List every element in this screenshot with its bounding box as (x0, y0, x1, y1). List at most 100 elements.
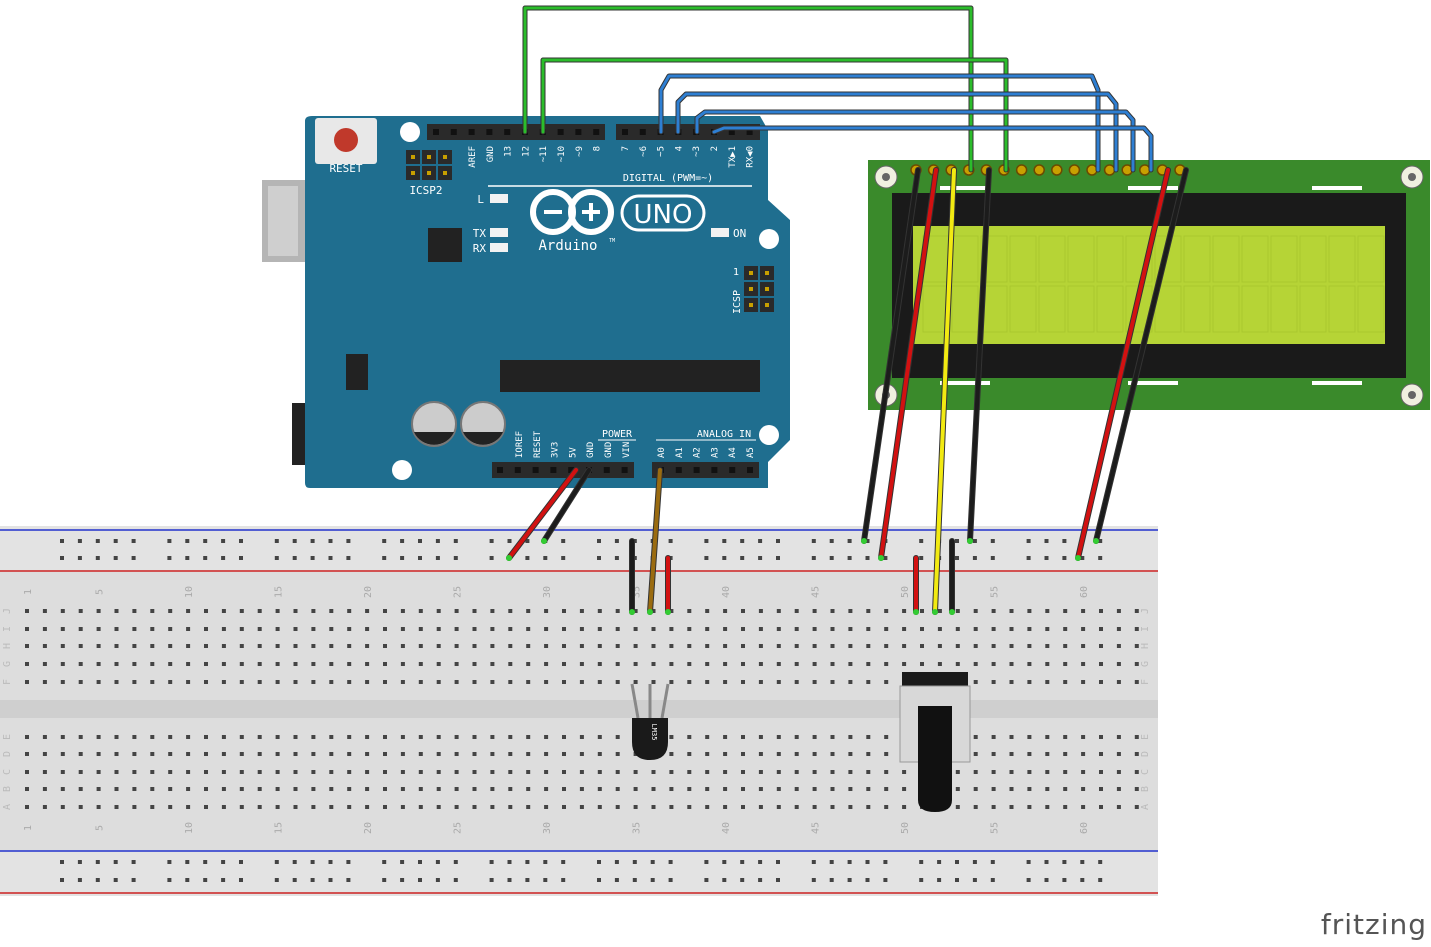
breadboard-hole[interactable] (544, 787, 549, 791)
breadboard-hole[interactable] (544, 680, 549, 684)
lcd-pin[interactable] (1139, 164, 1151, 176)
breadboard-hole[interactable] (365, 805, 370, 809)
breadboard-hole[interactable] (114, 770, 119, 774)
breadboard-hole[interactable] (812, 735, 817, 739)
breadboard-hole[interactable] (866, 735, 871, 739)
rail-hole[interactable] (811, 539, 816, 543)
breadboard-hole[interactable] (400, 680, 405, 684)
breadboard-hole[interactable] (114, 680, 119, 684)
breadboard-hole[interactable] (239, 627, 244, 631)
breadboard-hole[interactable] (418, 735, 423, 739)
rail-hole[interactable] (453, 539, 458, 543)
breadboard-hole[interactable] (365, 609, 370, 613)
breadboard-hole[interactable] (794, 752, 799, 756)
breadboard-hole[interactable] (1099, 627, 1103, 631)
breadboard-hole[interactable] (562, 805, 566, 809)
breadboard-hole[interactable] (848, 680, 853, 684)
rail-hole[interactable] (865, 878, 870, 882)
rail-hole[interactable] (1044, 860, 1049, 864)
breadboard-hole[interactable] (239, 644, 244, 648)
breadboard-hole[interactable] (562, 752, 566, 756)
rail-hole[interactable] (453, 860, 458, 864)
breadboard-hole[interactable] (114, 644, 119, 648)
breadboard-hole[interactable] (687, 805, 692, 809)
breadboard-hole[interactable] (418, 662, 423, 666)
breadboard-hole[interactable] (794, 735, 799, 739)
rail-hole[interactable] (865, 539, 870, 543)
breadboard-hole[interactable] (418, 787, 423, 791)
breadboard-hole[interactable] (42, 787, 47, 791)
breadboard-hole[interactable] (1099, 609, 1103, 613)
breadboard-hole[interactable] (1134, 627, 1139, 631)
rail-hole[interactable] (811, 556, 816, 560)
rail-hole[interactable] (382, 539, 387, 543)
breadboard-hole[interactable] (257, 752, 262, 756)
wire[interactable] (523, 6, 973, 172)
header-pin[interactable] (568, 467, 575, 473)
breadboard-hole[interactable] (221, 752, 226, 756)
breadboard-hole[interactable] (615, 752, 620, 756)
breadboard-hole[interactable] (78, 644, 83, 648)
breadboard-hole[interactable] (866, 627, 871, 631)
breadboard-hole[interactable] (186, 662, 191, 666)
rail-hole[interactable] (400, 539, 405, 543)
rail-hole[interactable] (239, 860, 243, 864)
breadboard-hole[interactable] (132, 770, 137, 774)
rail-hole[interactable] (274, 556, 279, 560)
breadboard-hole[interactable] (25, 680, 29, 684)
rail-hole[interactable] (668, 878, 673, 882)
breadboard-hole[interactable] (1027, 680, 1032, 684)
breadboard-hole[interactable] (526, 805, 531, 809)
breadboard-hole[interactable] (562, 627, 566, 631)
breadboard-hole[interactable] (902, 787, 907, 791)
rail-hole[interactable] (525, 556, 530, 560)
rail-hole[interactable] (776, 878, 780, 882)
rail-hole[interactable] (597, 878, 601, 882)
breadboard-hole[interactable] (669, 609, 674, 613)
rail-hole[interactable] (113, 860, 118, 864)
breadboard-hole[interactable] (454, 787, 459, 791)
rail-hole[interactable] (722, 860, 727, 864)
breadboard-hole[interactable] (1081, 770, 1086, 774)
breadboard-hole[interactable] (472, 752, 477, 756)
breadboard-hole[interactable] (973, 770, 978, 774)
breadboard-hole[interactable] (383, 680, 387, 684)
breadboard-hole[interactable] (186, 644, 191, 648)
breadboard-hole[interactable] (311, 662, 316, 666)
header-pin[interactable] (532, 467, 539, 473)
wire[interactable] (862, 168, 920, 543)
breadboard-hole[interactable] (991, 787, 996, 791)
breadboard-hole[interactable] (741, 662, 745, 666)
breadboard-hole[interactable] (633, 627, 638, 631)
rail-hole[interactable] (418, 539, 422, 543)
breadboard-hole[interactable] (669, 787, 674, 791)
breadboard-hole[interactable] (221, 735, 226, 739)
breadboard-hole[interactable] (472, 735, 477, 739)
breadboard-hole[interactable] (114, 609, 119, 613)
header-pin[interactable] (514, 467, 521, 473)
breadboard-hole[interactable] (347, 752, 352, 756)
rail-hole[interactable] (346, 539, 351, 543)
header-pin[interactable] (557, 129, 564, 135)
breadboard-hole[interactable] (526, 609, 531, 613)
breadboard-hole[interactable] (257, 627, 262, 631)
rail-hole[interactable] (543, 878, 548, 882)
breadboard-hole[interactable] (329, 770, 334, 774)
breadboard-hole[interactable] (776, 644, 781, 648)
breadboard-hole[interactable] (633, 680, 638, 684)
rail-hole[interactable] (221, 556, 226, 560)
breadboard-hole[interactable] (400, 644, 405, 648)
breadboard-hole[interactable] (472, 609, 477, 613)
header-pin[interactable] (621, 467, 628, 473)
breadboard-hole[interactable] (150, 680, 155, 684)
breadboard-hole[interactable] (454, 609, 459, 613)
rail-hole[interactable] (811, 860, 816, 864)
breadboard-hole[interactable] (436, 627, 441, 631)
rail-hole[interactable] (1098, 878, 1103, 882)
lcd-pin[interactable] (1015, 164, 1028, 176)
breadboard-hole[interactable] (902, 662, 907, 666)
breadboard-hole[interactable] (973, 644, 978, 648)
breadboard-hole[interactable] (705, 627, 710, 631)
lcd-pin[interactable] (1051, 164, 1063, 176)
breadboard-hole[interactable] (490, 787, 495, 791)
